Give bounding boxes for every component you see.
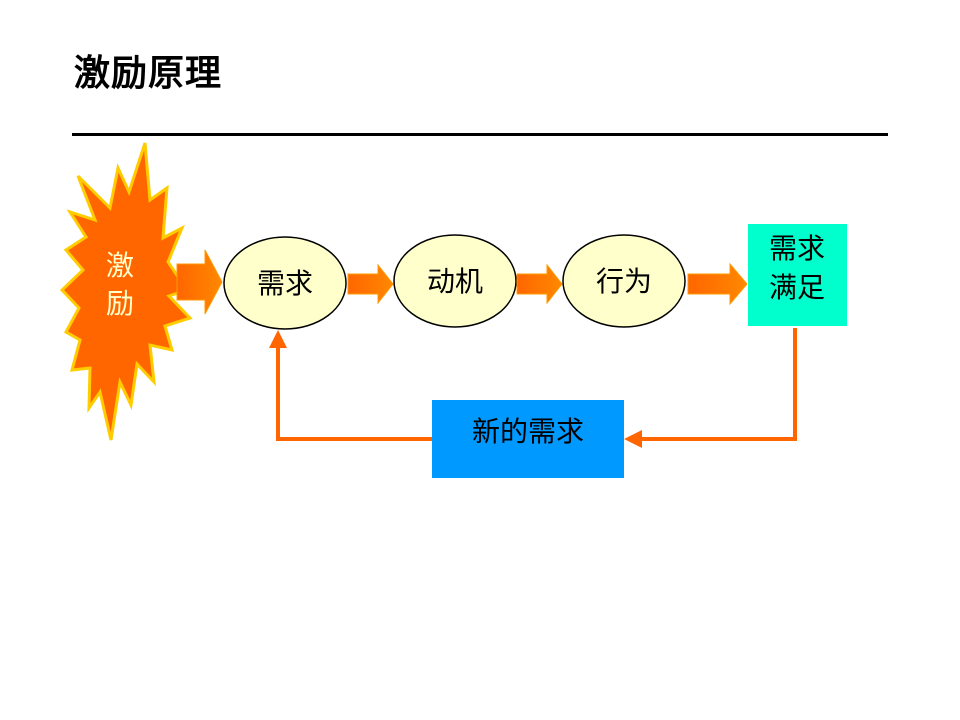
connector-satisfied-to-new-need [640,328,797,441]
title-divider [72,133,888,136]
arrow-stimulus-to-need [176,249,223,315]
satisfied-box [748,224,847,326]
page-title: 激励原理 [74,53,223,94]
arrowhead-into-new-need [624,430,642,448]
motive-ellipse [393,234,517,328]
node-new-need: 新的需求 [432,400,624,478]
arrow-motive-to-behavior [516,263,563,305]
node-need: 需求 [223,236,347,330]
motive-label: 动机 [427,265,483,298]
new-need-label: 新的需求 [472,415,584,448]
node-behavior: 行为 [562,234,686,328]
arrowhead-into-need [269,330,287,348]
arrow-behavior-to-satisfied [687,262,748,306]
new-need-box [432,400,624,478]
connector-new-need-to-need [276,346,432,441]
node-motive: 动机 [393,234,517,328]
satisfied-label-bottom: 满足 [769,271,825,304]
need-label: 需求 [257,267,313,300]
satisfied-label-top: 需求 [769,232,825,265]
burst-label-bottom: 励 [106,287,134,320]
stimulus-burst: 激 励 [59,142,193,441]
burst-label-top: 激 [106,249,134,282]
behavior-label: 行为 [596,265,652,298]
node-need-satisfied: 需求 满足 [748,224,847,326]
behavior-ellipse [562,234,686,328]
arrow-need-to-motive [347,263,394,305]
need-ellipse [223,236,347,330]
